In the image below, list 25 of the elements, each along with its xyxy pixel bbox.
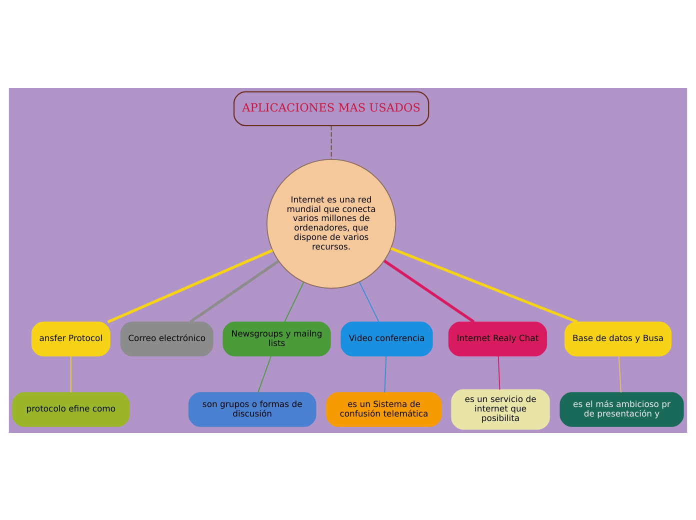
connector [358, 281, 380, 322]
connector [498, 355, 500, 390]
connector [384, 259, 475, 322]
connector [189, 260, 280, 323]
connector [107, 248, 274, 323]
node-box: Internet Realy Chat [448, 321, 548, 356]
connector [70, 355, 72, 392]
connector [618, 355, 622, 392]
node-box: Video conferencia [340, 321, 433, 356]
node-box: Newsgroups y mailng lists [222, 321, 331, 356]
connector [330, 124, 332, 160]
node-box: Correo electrónico [120, 321, 214, 356]
node-box: protocolo efine como [12, 392, 130, 426]
node-box: son grupos o formas de discusión [188, 392, 316, 426]
node-circle: Internet es una red mundial que conecta varios millones de ordenadores, que dispone de varios recursos. [266, 158, 396, 288]
node-box: ansfer Protocol [31, 321, 110, 356]
connector [390, 246, 578, 323]
connector [384, 355, 387, 392]
connector [284, 281, 304, 322]
node-box: es el más ambicioso pr de presentación y [560, 392, 684, 426]
node-box: es un servicio de internet que posibilita [451, 388, 550, 430]
node-box: APLICACIONES MAS USADOS [233, 90, 430, 126]
node-box: Base de datos y Busa [564, 321, 672, 356]
connector [258, 355, 272, 392]
node-box: es un Sistema de confusión telemática [326, 392, 442, 426]
